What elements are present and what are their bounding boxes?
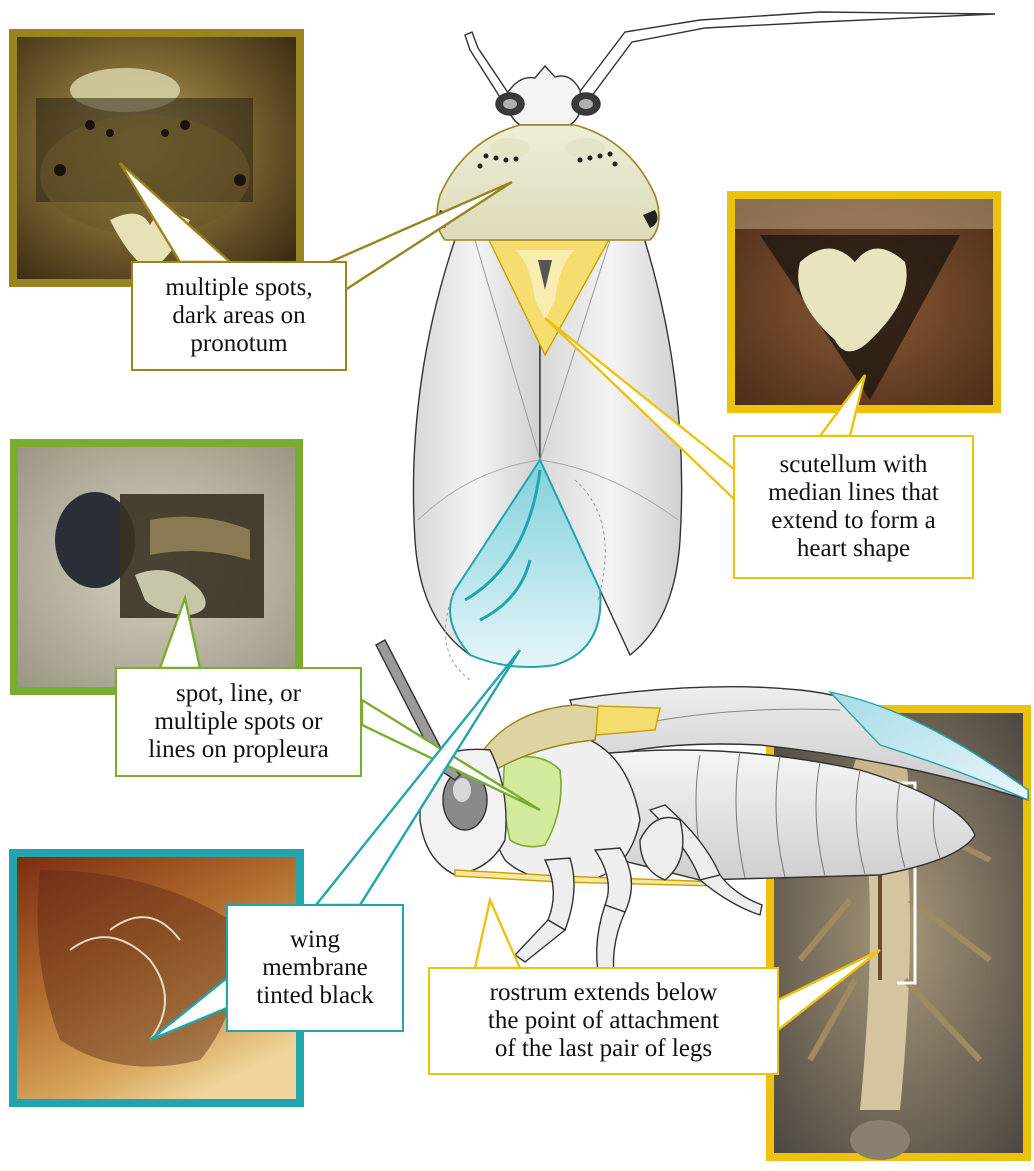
- pronotum: [437, 125, 659, 240]
- callout-propleura: spot, line, or multiple spots or lines o…: [115, 667, 362, 777]
- pronotum-photo: [13, 33, 300, 283]
- callout-scutellum: scutellum with median lines that extend …: [733, 435, 974, 579]
- callout-membrane: wing membrane tinted black: [226, 904, 404, 1032]
- antenna-right: [575, 12, 995, 105]
- propleura-photo: [14, 443, 299, 691]
- callout-pronotum: multiple spots, dark areas on pronotum: [131, 261, 347, 371]
- lateral-scutellum: [596, 706, 660, 735]
- pointer-rostrum-lateral: [475, 900, 520, 968]
- callout-rostrum: rostrum extends below the point of attac…: [428, 967, 779, 1075]
- callus-left: [490, 138, 530, 158]
